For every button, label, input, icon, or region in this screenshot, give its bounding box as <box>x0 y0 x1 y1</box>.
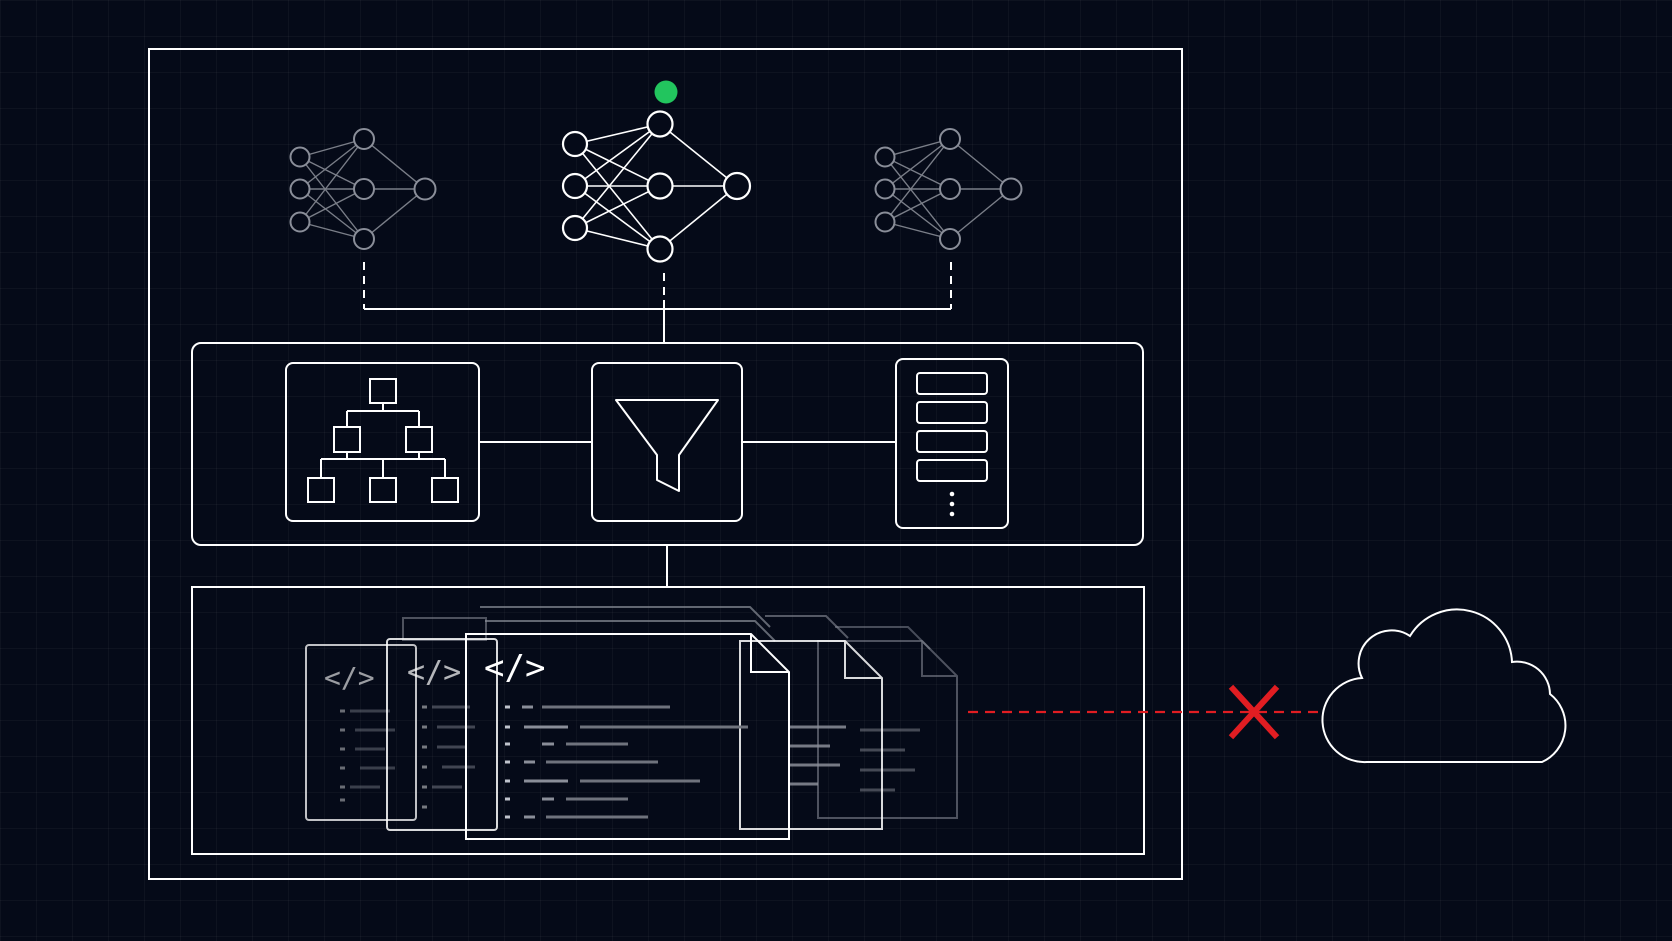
model-connectors <box>363 262 952 343</box>
code-tag: </> <box>484 648 545 688</box>
active-status-dot <box>654 80 678 104</box>
code-file-icon: </> <box>465 633 790 840</box>
hierarchy-tree-icon <box>285 362 480 522</box>
document-stack-back <box>402 606 931 650</box>
red-x-icon <box>1228 684 1280 740</box>
neural-network-right-icon <box>874 128 1023 250</box>
code-file-icon <box>739 640 883 830</box>
code-file-icon: </> <box>386 638 498 831</box>
funnel-filter-icon <box>591 362 743 522</box>
code-tag: </> <box>407 655 461 690</box>
list-stack-icon <box>895 358 1009 529</box>
outer-boundary <box>148 48 1183 880</box>
cloud-icon <box>1321 608 1567 764</box>
code-file-icon <box>817 640 958 819</box>
neural-network-active-icon <box>561 110 752 263</box>
code-tag: </> <box>324 661 375 694</box>
neural-network-left-icon <box>289 128 437 250</box>
documents-container <box>191 586 1145 855</box>
code-file-icon: </> <box>305 644 417 821</box>
